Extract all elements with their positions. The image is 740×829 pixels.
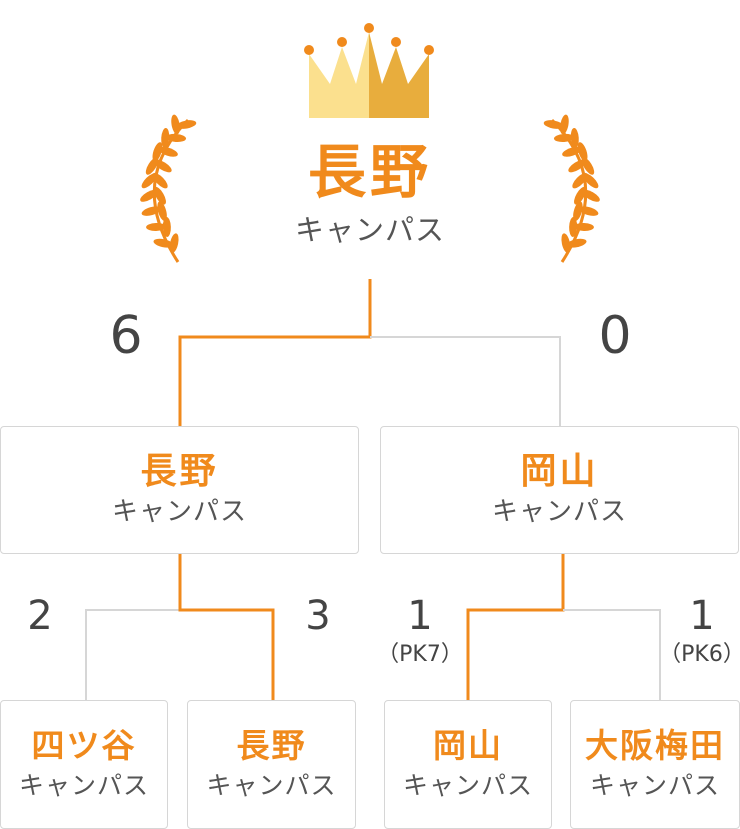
bracket-line-semi1-right: [178, 554, 275, 700]
team-card-semi2-right[interactable]: 大阪梅田 キャンパス: [570, 700, 740, 829]
semi2-pk-left: （PK7）: [377, 642, 463, 667]
final-score-right: 0: [598, 306, 632, 366]
team-name: 四ツ谷: [31, 726, 137, 766]
team-sub: キャンパス: [18, 770, 149, 800]
team-name: 岡山: [433, 726, 503, 766]
team-name: 長野: [236, 726, 307, 766]
laurel-right-icon: [543, 114, 600, 263]
team-name: 大阪梅田: [585, 726, 725, 766]
final-score-left: 6: [109, 306, 143, 366]
team-sub: キャンパス: [491, 497, 627, 528]
team-card-final-left[interactable]: 長野 キャンパス: [0, 426, 359, 554]
semi2-score-left: 1: [407, 593, 433, 639]
team-sub: キャンパス: [402, 770, 533, 800]
team-sub: キャンパス: [206, 770, 337, 800]
bracket-line-semi2-right: [563, 609, 661, 700]
bracket-line-semi1-left: [85, 554, 181, 700]
laurel-left-icon: [140, 114, 197, 263]
team-card-final-right[interactable]: 岡山 キャンパス: [380, 426, 739, 554]
semi2-pk-right: （PK6）: [659, 642, 740, 667]
team-sub: キャンパス: [111, 497, 247, 528]
team-card-semi1-right[interactable]: 長野 キャンパス: [187, 700, 356, 829]
champion-sub: キャンパス: [294, 213, 445, 247]
semi2-score-right: 1: [689, 593, 715, 639]
team-name: 岡山: [520, 450, 599, 492]
team-sub: キャンパス: [589, 770, 720, 800]
team-card-semi2-left[interactable]: 岡山 キャンパス: [384, 700, 552, 829]
bracket-line-final-left: [178, 279, 372, 426]
team-name: 長野: [140, 450, 219, 492]
bracket-line-semi2-left: [466, 554, 565, 700]
team-card-semi1-left[interactable]: 四ツ谷 キャンパス: [0, 700, 168, 829]
semi1-score-right: 3: [305, 593, 331, 639]
crown-icon: [304, 23, 434, 118]
champion-name: 長野: [307, 138, 432, 206]
semi1-score-left: 2: [27, 593, 53, 639]
bracket-line-final-right: [370, 336, 561, 426]
